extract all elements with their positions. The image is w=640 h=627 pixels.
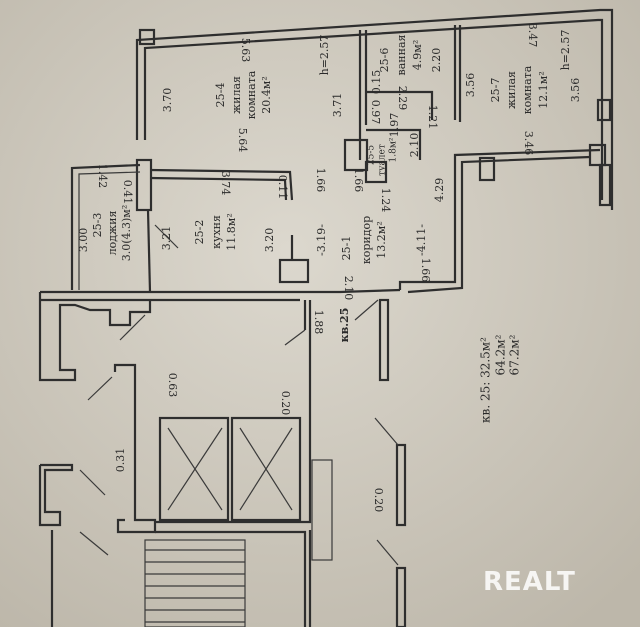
dimension-label: 3.71 [331, 93, 344, 118]
dimension-label: 1.88 [312, 310, 325, 335]
dimension-label: 3.46 [522, 131, 535, 156]
summary-total-area: 64.2м² [494, 334, 508, 375]
dimension-label: 2.10 [408, 133, 421, 158]
dimension-label: 3.00 [77, 228, 90, 253]
room-name: комната [521, 65, 534, 114]
room-corridor: -3.19- -4.11- 1.66 1.66 2.10 4.29 25-1 к… [314, 168, 446, 301]
dimension-label: 5.64 [236, 128, 249, 153]
room-loggia: 3.00 1.42 0.41 25-3 лоджия 3.0(4.3)м² [77, 164, 134, 262]
room-area: 13.2м² [375, 221, 388, 258]
dimension-label: 2.20 [430, 48, 443, 73]
ceiling-height: h=2.57 [318, 35, 331, 76]
staircase [144, 539, 246, 627]
room-name: ванная [395, 34, 408, 75]
dimension-label: 3.56 [569, 78, 582, 103]
dimension-label: 2.10 [342, 276, 355, 301]
apartment-label: кв.25 [338, 308, 351, 343]
dimension-label: 1.66 [419, 258, 432, 283]
dimension-label: 1.66 [352, 168, 365, 193]
dimension-label: 0.63 [166, 373, 179, 398]
room-name: коридор [360, 216, 373, 264]
dimension-label: 3.20 [263, 228, 276, 253]
dimension-label: 0.31 [114, 448, 127, 473]
room-number: 25-6 [378, 48, 391, 73]
room-area: 4.9м² [411, 40, 424, 70]
dimension-label: 5.63 [239, 38, 252, 63]
common-area-walls [38, 292, 407, 627]
room-25-7: 3.47 3.46 3.56 3.56 25-7 жилая комната 1… [464, 23, 582, 156]
room-name: жилая [505, 71, 518, 109]
dimension-label: 0.97 [369, 100, 382, 125]
room-name: комната [245, 70, 258, 119]
ceiling-height: h=2.57 [559, 30, 572, 71]
room-name: жилая [230, 76, 243, 114]
dimension-label: 3.74 [219, 171, 232, 196]
summary-total-area-with-loggia: 67.2м² [508, 334, 522, 375]
room-25-4: 5.63 5.64 3.70 3.71 25-4 жилая комната 2… [161, 35, 344, 153]
door-swings [79, 224, 399, 566]
room-toilet: 0.97 1.97 2.10 1.24 1.66 25-5 туалет 1.8… [352, 100, 421, 213]
dimension-label: 3.21 [160, 226, 173, 251]
area-summary: кв. 25: 32.5м² 64.2м² 67.2м² [479, 334, 522, 423]
dimension-label: -3.19- [315, 224, 328, 256]
dimension-label: 3.56 [464, 73, 477, 98]
dimension-label: 0.11 [276, 175, 289, 200]
dimension-label: 2.29 [396, 86, 409, 111]
room-name: лоджия [106, 211, 119, 256]
room-kitchen: 3.21 3.20 3.74 0.11 25-2 кухня 11.8м² [160, 171, 289, 253]
summary-living-area: кв. 25: 32.5м² [479, 337, 493, 423]
room-area: 1.8м² [389, 137, 399, 162]
dimension-label: 0.20 [279, 391, 292, 416]
dimension-label: 1.66 [314, 168, 327, 193]
realt-watermark: REALT [483, 567, 576, 597]
dimension-label: 4.29 [433, 178, 446, 203]
room-name: кухня [210, 215, 223, 249]
elevator-shafts [167, 427, 293, 511]
dimension-label: 0.20 [372, 488, 385, 513]
room-number: 25-7 [489, 78, 502, 103]
dimension-label: 0.41 [121, 180, 134, 205]
room-number: 25-1 [340, 236, 353, 261]
room-number: 25-4 [214, 83, 227, 108]
room-area: 3.0(4.3)м² [120, 205, 133, 262]
dimension-label: 0.15 [370, 70, 383, 95]
dimension-label: 1.42 [96, 164, 109, 189]
dimension-label: 1.21 [426, 105, 439, 130]
room-area: 12.1м² [537, 71, 550, 108]
room-number: 25-3 [91, 213, 104, 238]
dimension-label: 1.97 [388, 113, 401, 138]
room-name: туалет [378, 144, 388, 176]
room-area: 20.4м² [260, 76, 273, 113]
room-number: 25-5 [367, 145, 377, 165]
room-area: 11.8м² [225, 213, 238, 250]
apartment-walls [40, 8, 614, 302]
dimension-label: -4.11- [415, 224, 428, 256]
dimension-label: 3.70 [161, 88, 174, 113]
dimension-label: 1.24 [379, 188, 392, 213]
room-bathroom: 0.15 2.29 2.20 1.21 25-6 ванная 4.9м² [370, 34, 443, 129]
dimension-label: 3.47 [526, 23, 539, 48]
room-number: 25-2 [193, 220, 206, 245]
